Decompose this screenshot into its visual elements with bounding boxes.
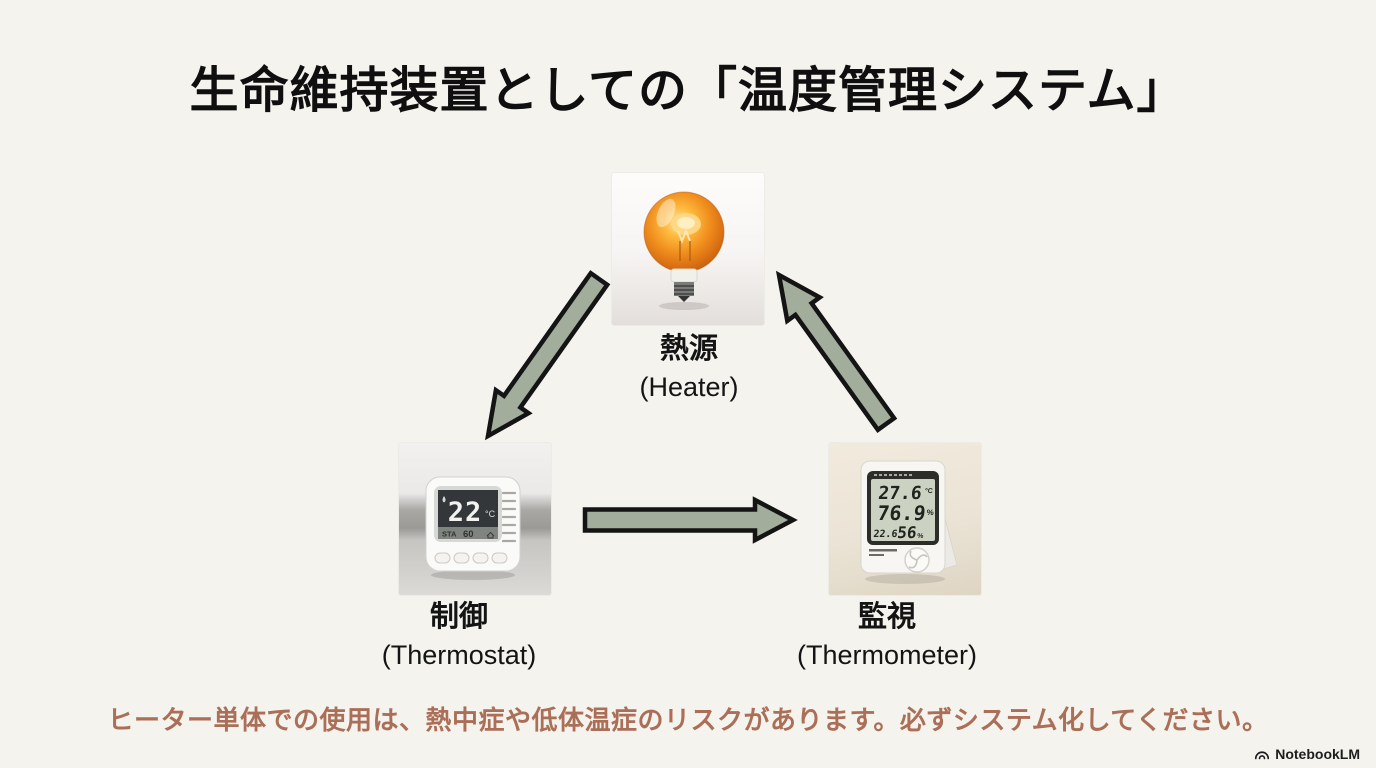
home-icon bbox=[486, 531, 495, 539]
thermostat-image: 22 °C STA 60 bbox=[399, 443, 551, 595]
thermostat-labels: 制御 (Thermostat) bbox=[309, 599, 609, 675]
thermostat-device-icon: 22 °C STA 60 bbox=[425, 476, 521, 580]
bezel-text-marks bbox=[874, 474, 912, 476]
notebooklm-label: NotebookLM bbox=[1275, 746, 1360, 762]
thermometer-lcd bbox=[871, 479, 935, 541]
thermostat-vents bbox=[501, 491, 517, 543]
heater-labels: 熱源 (Heater) bbox=[539, 331, 839, 407]
bulb-filament-supports bbox=[679, 241, 691, 261]
thermometer-humidity-value: 76.9 bbox=[876, 501, 927, 525]
thermometer-memory-temp: 22.6 bbox=[873, 529, 898, 540]
bulb-filament bbox=[677, 228, 691, 244]
bulb-neck bbox=[670, 268, 698, 283]
thermometer-image: 27.6 °C 76.9 % 22.6 56 % bbox=[829, 443, 981, 595]
thermostat-label-en: (Thermostat) bbox=[381, 640, 537, 670]
thermostat-humidity: 60 bbox=[463, 529, 474, 540]
thermostat-temp-value: 22 bbox=[448, 497, 483, 528]
thermostat-mode: STA bbox=[442, 530, 457, 539]
thermometer-label-jp: 監視 bbox=[857, 601, 916, 633]
light-bulb-icon bbox=[643, 191, 725, 310]
flame-icon bbox=[442, 496, 446, 503]
thermostat-shadow bbox=[431, 570, 515, 580]
heater-image bbox=[612, 173, 764, 325]
arrow-thermostat-to-thermometer bbox=[582, 496, 798, 544]
thermostat-label-jp: 制御 bbox=[429, 601, 488, 633]
warning-text: ヒーター単体での使用は、熱中症や低体温症のリスクがあります。必ずシステム化してく… bbox=[107, 705, 1269, 735]
bulb-screw-ridges bbox=[674, 285, 694, 295]
thermometer-humidity-unit: % bbox=[926, 508, 934, 517]
notebooklm-logo-icon bbox=[1255, 751, 1270, 760]
thermometer-device-icon: 27.6 °C 76.9 % 22.6 56 % bbox=[860, 460, 958, 584]
bulb-contact-tip bbox=[678, 296, 690, 302]
heater-label-en: (Heater) bbox=[639, 372, 739, 402]
heater-label-jp: 熱源 bbox=[659, 333, 718, 365]
thermostat-temp-unit: °C bbox=[485, 509, 496, 519]
bulb-glow-core bbox=[677, 217, 695, 229]
bulb-highlight bbox=[656, 198, 676, 228]
slide-title: 生命維持装置としての「温度管理システム」 bbox=[189, 64, 1187, 118]
thermometer-temp-unit: °C bbox=[925, 487, 934, 495]
thermometer-temp-value: 27.6 bbox=[877, 483, 923, 504]
thermometer-memory-humidity: 56 bbox=[896, 523, 917, 542]
thermostat-buttons bbox=[434, 552, 508, 564]
thermometer-memory-humidity-unit: % bbox=[917, 533, 925, 540]
bulb-shadow bbox=[659, 302, 709, 310]
thermostat-screen bbox=[438, 490, 498, 527]
fan-blades bbox=[908, 550, 928, 569]
thermometer-label-en: (Thermometer) bbox=[796, 640, 978, 670]
notebooklm-watermark: NotebookLM bbox=[1254, 746, 1360, 762]
thermometer-labels: 監視 (Thermometer) bbox=[737, 599, 1037, 675]
thermometer-shadow bbox=[865, 574, 945, 584]
thermometer-lcd-digits: 27.6 °C 76.9 % 22.6 56 % bbox=[873, 483, 934, 542]
thermometer-branding-marks bbox=[869, 549, 897, 556]
thermostat-screen-statusbar bbox=[438, 527, 498, 539]
